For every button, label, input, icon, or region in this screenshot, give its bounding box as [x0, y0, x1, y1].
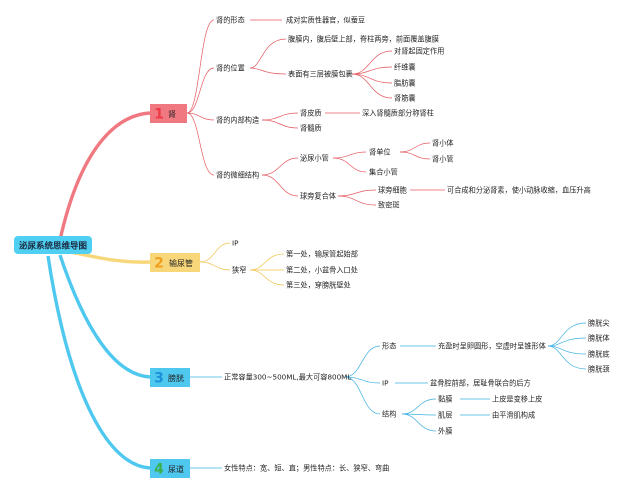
- bladder-capacity[interactable]: 正常容量300~500ML,最大可容800ML: [224, 373, 351, 382]
- urethra-node[interactable]: [150, 459, 190, 478]
- kidney-cortex-note[interactable]: 深入肾髓质部分称肾柱: [362, 109, 434, 118]
- root-node[interactable]: [14, 236, 92, 254]
- ureter-texts: IP 狭窄 第一处，输尿管起始部 第二处，小盆骨入口处 第三处，穿膀胱壁处: [232, 239, 358, 290]
- ureter-narrow-item-1[interactable]: 第二处，小盆骨入口处: [286, 266, 358, 275]
- bladder-texts: 正常容量300~500ML,最大可容800ML 形态 充盈时呈卵圆形，空虚时呈锥…: [224, 319, 610, 436]
- kidney-nephron-item-1[interactable]: 肾小管: [432, 155, 454, 164]
- bladder-muscle-note[interactable]: 由平滑肌构成: [492, 411, 535, 420]
- kidney-layer-3[interactable]: 肾筋囊: [394, 94, 416, 103]
- kidney-position-label[interactable]: 肾的位置: [216, 64, 245, 73]
- urethra-note[interactable]: 女性特点：宽、短、直；男性特点：长、狭窄、弯曲: [224, 464, 389, 473]
- ureter-top[interactable]: IP: [232, 239, 239, 248]
- bladder-num: 3: [154, 371, 164, 387]
- ureter-connectors: [199, 242, 285, 286]
- kidney-layer-1[interactable]: 纤维囊: [394, 63, 416, 72]
- kidney-nephron[interactable]: 肾单位: [369, 148, 391, 157]
- kidney-layer-2[interactable]: 脂肪囊: [394, 79, 416, 88]
- bladder-form-item-3[interactable]: 膀胱颈: [588, 365, 610, 374]
- kidney-label: 肾: [168, 110, 176, 119]
- ureter-narrow-item-0[interactable]: 第一处，输尿管起始部: [286, 250, 358, 259]
- bladder-label: 膀胱: [168, 373, 184, 383]
- ureter-label: 输尿管: [169, 258, 193, 268]
- bladder-form-item-0[interactable]: 膀胱尖: [588, 319, 610, 328]
- kidney-medulla[interactable]: 肾髓质: [300, 124, 322, 133]
- branch-kidney: [58, 111, 151, 241]
- kidney-tubule[interactable]: 泌尿小管: [300, 154, 329, 163]
- bladder-form-item-2[interactable]: 膀胱底: [588, 350, 610, 359]
- urethra-label: 尿道: [168, 464, 184, 474]
- kidney-node[interactable]: [150, 104, 187, 123]
- bladder-form-note[interactable]: 充盈时呈卵圆形，空虚时呈锥形体: [438, 342, 546, 351]
- kidney-juxta[interactable]: 球旁复合体: [300, 192, 336, 201]
- kidney-connectors: [186, 19, 445, 206]
- kidney-micro-label[interactable]: 肾的微细结构: [216, 171, 259, 180]
- kidney-nephron-item-0[interactable]: 肾小体: [432, 139, 454, 148]
- kidney-juxta-note[interactable]: 可合成和分泌肾素，使小动脉收缩，血压升高: [447, 186, 591, 195]
- bladder-node[interactable]: [150, 368, 190, 387]
- kidney-shape-value[interactable]: 成对实质性器官，似蚕豆: [286, 16, 365, 25]
- branch-urethra: [46, 255, 151, 470]
- kidney-juxta-cell[interactable]: 球旁细胞: [378, 186, 407, 195]
- kidney-num: 1: [154, 107, 164, 123]
- kidney-layer-0[interactable]: 对肾起固定作用: [394, 47, 444, 56]
- bladder-muscle[interactable]: 肌层: [438, 411, 452, 420]
- ureter-narrow[interactable]: 狭窄: [232, 266, 246, 275]
- bladder-connectors: [190, 322, 587, 432]
- ureter-node[interactable]: [150, 253, 200, 272]
- kidney-collecting[interactable]: 集合小管: [369, 168, 398, 177]
- kidney-macula[interactable]: 致密斑: [378, 201, 400, 210]
- bladder-mucosa[interactable]: 黏膜: [438, 395, 452, 404]
- ureter-narrow-item-2[interactable]: 第三处，穿膀胱壁处: [286, 281, 351, 290]
- bladder-adventitia[interactable]: 外膜: [438, 427, 452, 436]
- kidney-cortex[interactable]: 肾皮质: [300, 109, 322, 118]
- bladder-ip[interactable]: IP: [382, 379, 389, 388]
- bladder-form[interactable]: 形态: [382, 342, 396, 351]
- bladder-form-item-1[interactable]: 膀胱体: [588, 334, 610, 343]
- ureter-num: 2: [154, 256, 164, 272]
- root-label: 泌尿系统思维导图: [19, 241, 87, 252]
- bladder-mucosa-note[interactable]: 上皮是变移上皮: [492, 395, 542, 404]
- bladder-ip-note[interactable]: 盆骨腔前部，居耻骨联合的后方: [430, 379, 531, 388]
- kidney-shape-label[interactable]: 肾的形态: [216, 16, 245, 25]
- urethra-num: 4: [154, 462, 164, 478]
- kidney-texts: 肾的形态 成对实质性器官，似蚕豆 肾的位置 腹膜内，腹后壁上部，脊柱两旁，前面覆…: [216, 16, 591, 210]
- kidney-internal-label[interactable]: 肾的内部构造: [216, 116, 259, 125]
- bladder-structure[interactable]: 结构: [382, 410, 396, 419]
- branch-bladder: [58, 254, 151, 379]
- kidney-position-detail2[interactable]: 表面有三层被膜包裹: [288, 70, 353, 79]
- kidney-position-detail1[interactable]: 腹膜内，腹后壁上部，脊柱两旁，前面覆盖腹膜: [288, 35, 439, 44]
